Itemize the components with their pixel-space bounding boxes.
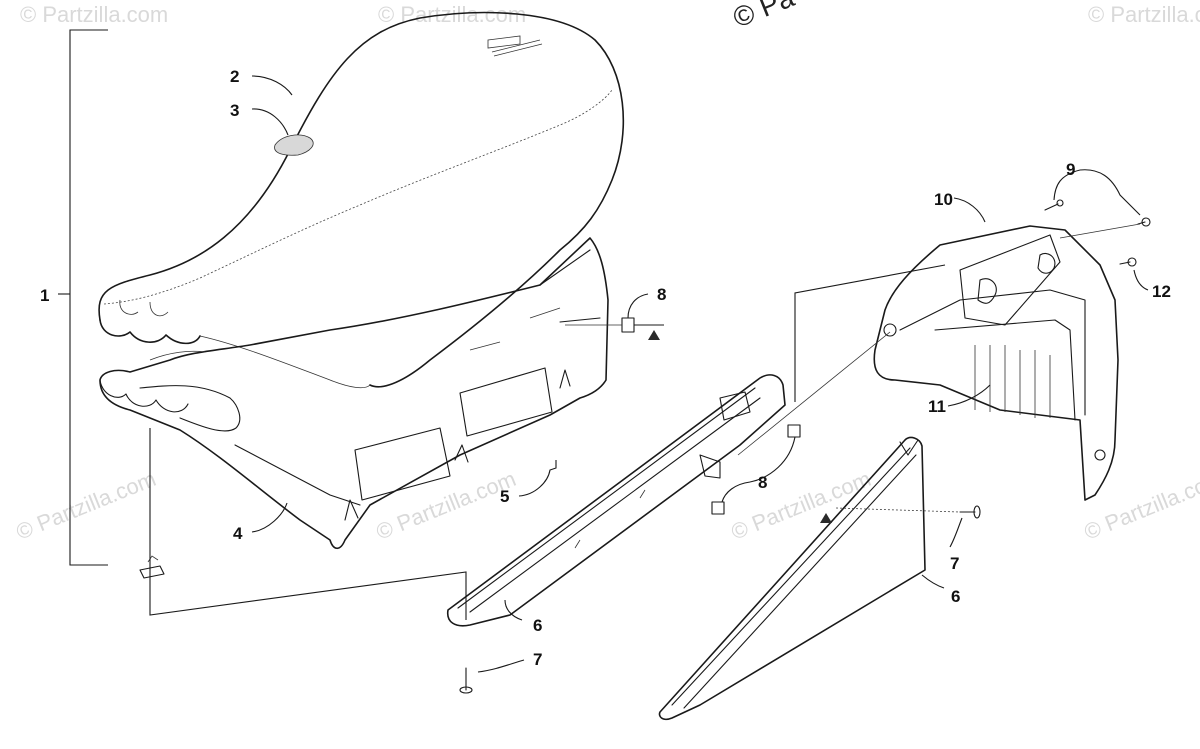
base-clip — [139, 555, 165, 579]
clip-8b-bottom — [711, 501, 725, 515]
callout-4: 4 — [233, 524, 243, 543]
watermark-top-right: © Partzilla.com — [1088, 2, 1200, 27]
callout-7-upper: 7 — [950, 554, 959, 573]
callout-5: 5 — [500, 487, 509, 506]
callout-8-upper: 8 — [657, 285, 666, 304]
right-side-panel — [658, 436, 926, 721]
rear-bracket — [873, 225, 1119, 501]
watermark-top-left: © Partzilla.com — [20, 2, 168, 27]
screw-7a-head — [459, 686, 473, 694]
fasteners — [459, 199, 1151, 694]
callout-labels: 1 2 3 4 5 6 6 7 7 8 8 9 10 11 12 — [40, 67, 1171, 669]
arrow-marker-1 — [648, 330, 660, 340]
callout-10: 10 — [934, 190, 953, 209]
callout-11: 11 — [928, 397, 946, 416]
callout-3: 3 — [230, 101, 239, 120]
watermark-bottom-left: © Partzilla.com — [13, 466, 160, 545]
seat-base — [99, 237, 609, 550]
seat-cushion — [98, 11, 625, 389]
screw-9b-shaft — [1137, 221, 1146, 225]
arrow-marker-2 — [820, 513, 832, 523]
clip-8a — [621, 317, 635, 333]
callout-7-lower: 7 — [533, 650, 542, 669]
watermark-bottom-mid: © Partzilla.com — [373, 466, 520, 545]
left-rail — [446, 374, 786, 627]
screw-9a-shaft — [1044, 203, 1059, 211]
screw-7b-head — [973, 505, 981, 519]
callout-6-lower: 6 — [533, 616, 542, 635]
watermark-bottom-center: © Partzilla.com — [728, 466, 875, 545]
cushion-patch — [274, 134, 314, 156]
callout-2: 2 — [230, 67, 239, 86]
cushion-brand-label — [487, 35, 543, 57]
assembly-bracket — [58, 29, 108, 566]
leader-lines — [251, 75, 1149, 673]
callout-8-lower: 8 — [758, 473, 767, 492]
watermark-top-cropped: © Pa — [729, 0, 799, 34]
callout-1: 1 — [40, 286, 49, 305]
callout-6-upper: 6 — [951, 587, 960, 606]
watermark-bottom-right: © Partzilla.com — [1081, 466, 1200, 545]
callout-12: 12 — [1152, 282, 1171, 301]
callout-9: 9 — [1066, 160, 1075, 179]
clip-8b-top — [787, 424, 801, 438]
watermarks: © Partzilla.com © Partzilla.com © Partzi… — [13, 0, 1200, 545]
